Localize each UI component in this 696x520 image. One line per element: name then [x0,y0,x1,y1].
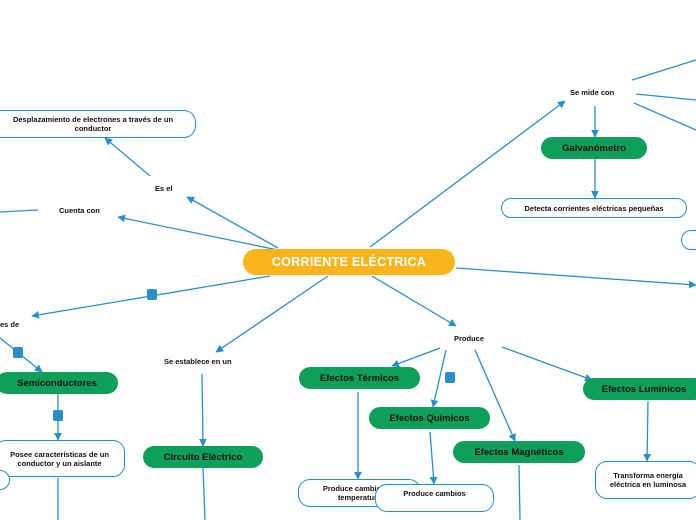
edge-magneticos-down [518,464,521,520]
edge-quimicos-desc [429,431,438,485]
label-produce: Produce [454,334,485,343]
label-se-establece: Se establece en un [164,357,232,366]
label-cuenta-con: Cuenta con [59,206,100,215]
node-efectos-magneticos[interactable]: Efectos Magnéticos [453,441,585,463]
edge-es-el-desplazamiento [104,137,151,177]
node-circuito-electrico[interactable]: Circuito Eléctrico [143,446,263,468]
edge-central-produce [371,275,457,327]
box-desplazamiento[interactable]: Desplazamiento de electrones a través de… [0,110,196,138]
box-right-partial[interactable] [681,230,696,250]
edge-se-mide-out-2 [635,93,696,101]
node-efectos-luminicos[interactable]: Efectos Lumínicos [583,378,696,400]
collapse-marker-semiconductores[interactable] [53,410,63,421]
label-tipos-de: es de [0,320,20,329]
node-efectos-termicos[interactable]: Efectos Térmicos [299,367,420,389]
edge-luminicos-transforma [643,400,652,462]
edge-produce-termicos [391,347,441,368]
edge-produce-magneticos [474,349,516,442]
label-se-mide-con: Se mide con [570,88,615,97]
box-detecta[interactable]: Detecta corrientes eléctricas pequeñas [501,198,687,218]
box-efectos-quimicos-desc[interactable]: Produce cambios [375,484,494,512]
edge-produce-quimicos [430,349,447,408]
edge-central-right [455,267,696,289]
label-es-el: Es el [155,184,173,193]
box-transforma[interactable]: Transforma energía eléctrica en luminosa [595,461,696,499]
edge-central-se-mide [369,100,566,248]
node-efectos-quimicos[interactable]: Efectos Químicos [369,407,490,429]
edge-circuito-down [202,467,206,520]
edge-central-se-establece [215,275,329,353]
central-node[interactable]: CORRIENTE ELÉCTRICA [243,249,455,275]
edge-produce-luminicos [501,346,593,382]
collapse-marker-left[interactable] [147,289,157,300]
node-galvanometro[interactable]: Galvanómetro [541,137,647,159]
edge-se-mide-out-3 [633,102,696,131]
edge-se-mide-out-1 [631,59,696,81]
edge-central-cuenta-con [117,214,279,251]
node-semiconductores[interactable]: Semiconductores [0,372,118,394]
edge-left-offscreen [0,209,39,213]
box-posee[interactable]: Posee características de un conductor y … [0,440,125,477]
edge-se-establece-circuito [199,373,207,447]
edge-central-es-el [186,196,279,249]
collapse-marker-tipos[interactable] [13,347,23,358]
collapse-marker-produce[interactable] [445,372,455,383]
